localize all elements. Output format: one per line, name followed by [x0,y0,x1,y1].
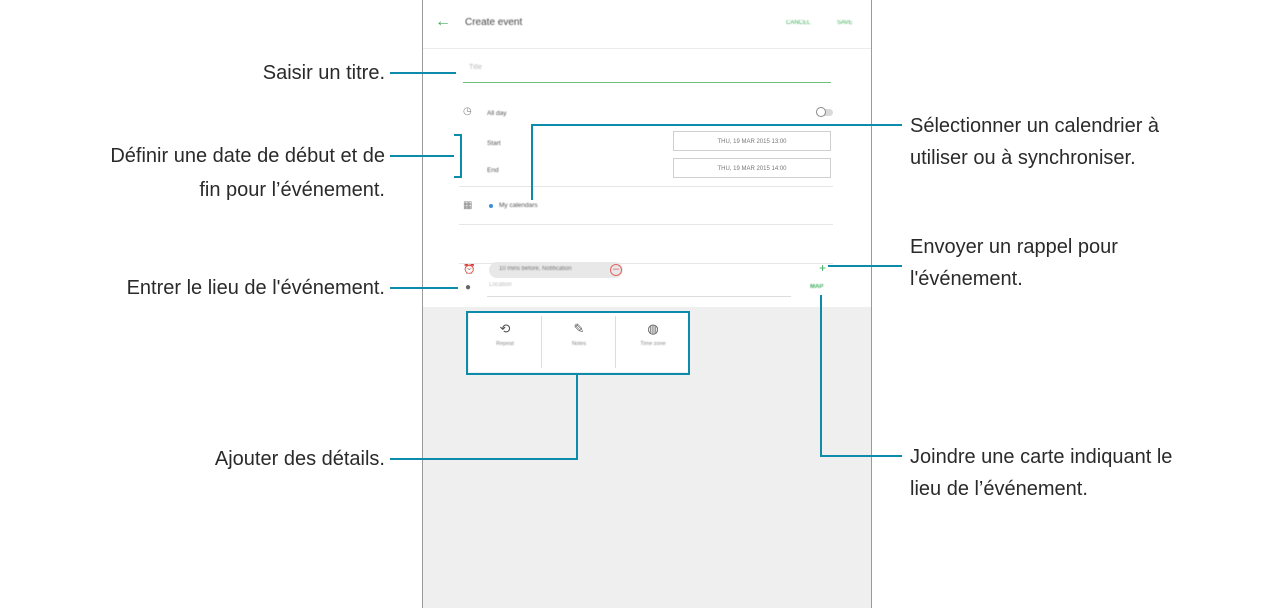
annotation-reminder-1: Envoyer un rappel pour [910,236,1118,258]
save-button[interactable]: SAVE [837,20,853,26]
details-highlight [466,311,690,375]
all-day-toggle[interactable] [816,107,833,117]
end-label: End [487,167,499,174]
calendar-callout-line-v [531,124,533,200]
repeat-label: Repeat [496,341,514,347]
annotation-reminder-2: l'événement. [910,268,1023,290]
details-callout-line-v [576,373,578,460]
annotation-map-1: Joindre une carte indiquant le [910,446,1173,468]
time-zone-icon: ◍ [647,321,659,336]
clock-icon: ◷ [463,106,472,117]
app-header: ← Create event CANCEL SAVE [423,0,871,49]
location-input[interactable]: Location [487,279,791,297]
page-title: Create event [465,17,523,28]
start-label: Start [487,140,501,147]
annotation-details: Ajouter des détails. [214,448,385,470]
add-reminder-icon[interactable]: + [819,261,827,275]
divider [459,224,833,225]
notes-label: Notes [571,341,587,347]
map-callout-line-h [820,455,902,457]
all-day-label: All day [487,110,507,117]
location-callout-line [390,287,458,289]
title-input[interactable]: Title [463,60,831,83]
repeat-button[interactable]: ⟲ Repeat [469,312,541,372]
toggle-knob [816,107,826,117]
end-date-field[interactable]: THU, 19 MAR 2015 14:00 [673,158,831,178]
annotation-dates-1: Définir une date de début et de [110,145,385,167]
divider [459,263,833,264]
calendar-icon: ▦ [463,200,473,211]
notes-icon: ✎ [573,321,585,336]
cancel-button[interactable]: CANCEL [786,20,811,26]
separator [615,316,616,368]
divider [459,186,833,187]
location-pin-icon: ● [465,282,472,293]
annotation-calendar-1: Sélectionner un calendrier à [910,115,1160,137]
dates-bracket [454,134,462,178]
repeat-icon: ⟲ [499,321,511,336]
reminder-chip[interactable]: 10 mins before, Notification – [489,262,623,278]
remove-reminder-icon[interactable]: – [610,264,622,276]
calendar-selector[interactable]: My calendars [499,202,538,209]
notes-button[interactable]: ✎ Notes [543,312,615,372]
dates-callout-line [390,155,454,157]
calendar-color-dot [489,204,493,208]
detail-buttons: ⟲ Repeat ✎ Notes ◍ Time zone [469,312,689,372]
device-screen: ← Create event CANCEL SAVE Title ◷ All d… [422,0,872,608]
annotation-dates-2: fin pour l’événement. [199,179,385,201]
time-zone-label: Time zone [640,341,666,347]
calendar-callout-line-h [531,124,902,126]
separator [541,316,542,368]
alarm-icon: ⏰ [463,264,476,275]
annotation-location: Entrer le lieu de l'événement. [126,277,385,299]
annotation-title: Saisir un titre. [262,62,385,84]
map-callout-line-v [820,295,822,457]
time-zone-button[interactable]: ◍ Time zone [617,312,689,372]
details-callout-line-h [390,458,578,460]
start-date-field[interactable]: THU, 19 MAR 2015 13:00 [673,131,831,151]
annotation-map-2: lieu de l’événement. [910,478,1088,500]
back-arrow-icon[interactable]: ← [435,13,451,30]
annotation-calendar-2: utiliser ou à synchroniser. [910,147,1136,169]
reminder-callout-line [828,265,902,267]
reminder-chip-label: 10 mins before, Notification [499,266,572,272]
title-placeholder: Title [469,64,482,71]
map-button[interactable]: MAP [810,284,824,290]
title-callout-line [390,72,456,74]
location-placeholder: Location [489,282,512,288]
